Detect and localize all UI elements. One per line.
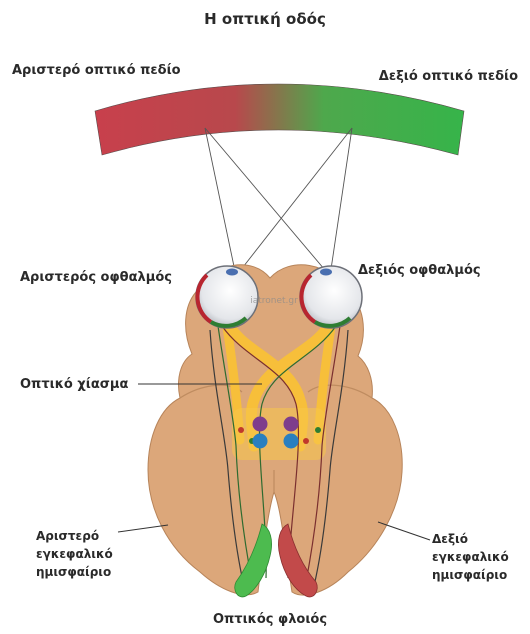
left-hemisphere-label-line3: ημισφαίριο — [36, 565, 111, 579]
left-eye — [196, 266, 258, 328]
right-hemisphere-label-line3: ημισφαίριο — [432, 568, 507, 582]
nucleus-blue-right — [284, 434, 299, 449]
nucleus-blue-left — [253, 434, 268, 449]
left-hemisphere-label-line2: εγκεφαλικό — [36, 547, 113, 561]
nucleus-purple-left — [253, 417, 268, 432]
left-hemisphere-leader — [118, 525, 168, 532]
diagram-title: Η οπτική οδός — [204, 10, 326, 28]
light-rays — [205, 128, 352, 276]
nucleus-purple-right — [284, 417, 299, 432]
watermark: iatronet.gr — [250, 296, 298, 306]
optic-chiasm-label: Οπτικό χίασμα — [20, 377, 128, 392]
left-eye-label: Αριστερός οφθαλμός — [20, 270, 172, 285]
visual-cortex-label: Οπτικός φλοιός — [213, 612, 327, 627]
right-hemisphere-label-line1: Δεξιό — [432, 532, 468, 546]
right-visual-field-label: Δεξιό οπτικό πεδίο — [379, 69, 518, 84]
right-hemisphere-leader — [378, 522, 430, 540]
visual-field-arc — [95, 84, 464, 155]
left-hemisphere-label-line1: Αριστερό — [36, 529, 99, 543]
right-eye-label: Δεξιός οφθαλμός — [358, 263, 481, 278]
lateral-geniculate-zone — [232, 408, 326, 460]
right-hemisphere-label-line2: εγκεφαλικό — [432, 550, 509, 564]
right-eye — [300, 266, 362, 328]
left-visual-field-label: Αριστερό οπτικό πεδίο — [12, 63, 181, 78]
